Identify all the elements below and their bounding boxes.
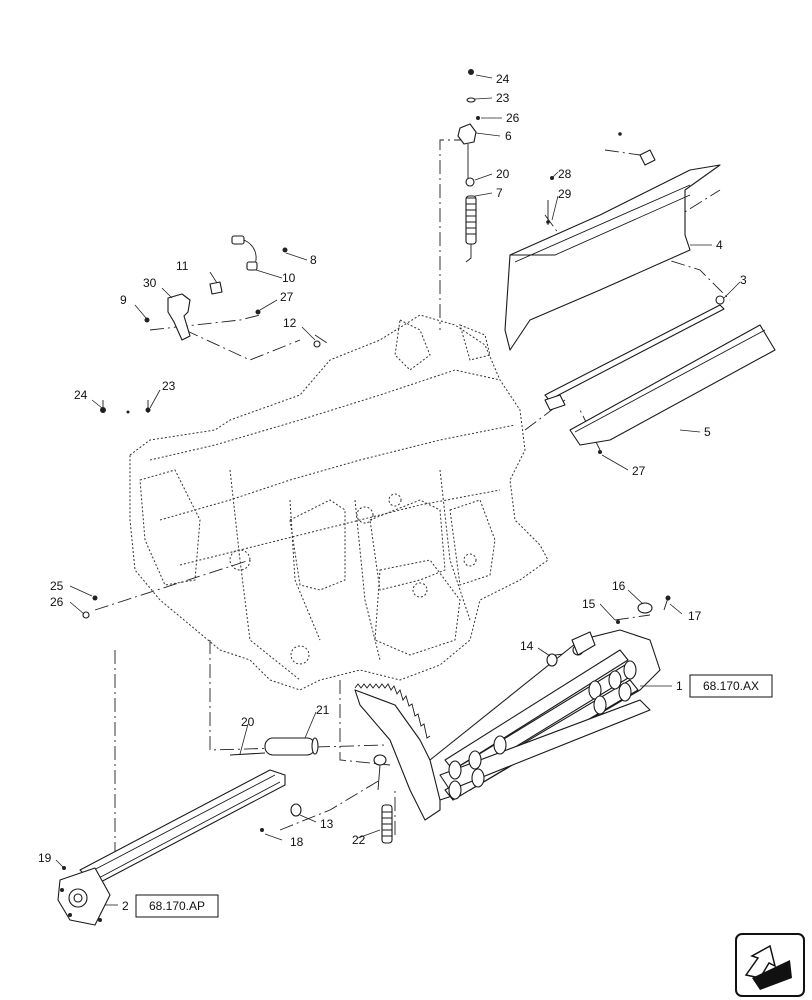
reel-assembly-1 (354, 629, 661, 821)
callout-5: 5 (704, 425, 711, 439)
callout-28: 28 (558, 167, 572, 181)
callout-4: 4 (716, 238, 723, 252)
callout-24-left: 24 (74, 388, 88, 402)
callout-14: 14 (520, 639, 534, 653)
callout-1: 1 (676, 679, 683, 693)
reference-68-170-ap[interactable]: 68.170.AP (149, 899, 205, 913)
callout-8: 8 (310, 253, 317, 267)
callout-26-top: 26 (506, 111, 520, 125)
callout-13: 13 (320, 817, 334, 831)
callout-21: 21 (316, 703, 330, 717)
callout-20-top: 20 (496, 167, 510, 181)
callout-27-right: 27 (632, 464, 646, 478)
callout-9: 9 (120, 293, 127, 307)
callout-6: 6 (505, 129, 512, 143)
sensor-bracket-group (144, 235, 321, 348)
callout-26-left: 26 (50, 595, 64, 609)
rod-and-shield (544, 295, 776, 454)
lower-middle-parts (229, 737, 393, 844)
reference-box-68-170-ap[interactable]: 68.170.AP (135, 894, 219, 918)
callout-19: 19 (38, 851, 52, 865)
callout-30: 30 (143, 276, 157, 290)
callout-23-left: 23 (162, 379, 176, 393)
callout-3: 3 (740, 273, 747, 287)
callout-23-top: 23 (496, 91, 510, 105)
side-bar-2 (57, 769, 286, 926)
callout-16: 16 (612, 579, 626, 593)
callout-2: 2 (122, 899, 129, 913)
callout-20-bottom: 20 (241, 715, 255, 729)
callout-15: 15 (582, 597, 596, 611)
reel-rolls (439, 649, 651, 801)
reference-68-170-ax[interactable]: 68.170.AX (703, 679, 759, 693)
callout-11: 11 (176, 259, 189, 273)
navigation-arrow-icon[interactable] (735, 933, 805, 997)
callout-leaders (55, 74, 741, 906)
callout-17: 17 (688, 609, 702, 623)
callout-12: 12 (283, 316, 297, 330)
callout-29: 29 (558, 187, 572, 201)
callout-22: 22 (352, 833, 366, 847)
reference-box-68-170-ax[interactable]: 68.170.AX (689, 674, 773, 698)
callout-18: 18 (290, 835, 304, 849)
left-fasteners (82, 400, 151, 619)
callout-27-left: 27 (280, 290, 294, 304)
callout-25: 25 (50, 579, 64, 593)
right-fasteners (546, 595, 671, 667)
shield-4 (504, 132, 721, 351)
callout-labels: 24 23 26 6 20 7 28 29 4 3 5 27 8 10 11 3… (38, 72, 747, 913)
callout-10: 10 (282, 271, 296, 285)
spring-assembly-top (457, 69, 480, 263)
callout-7: 7 (496, 186, 503, 200)
main-frame (129, 314, 549, 691)
callout-24-top: 24 (496, 72, 510, 86)
